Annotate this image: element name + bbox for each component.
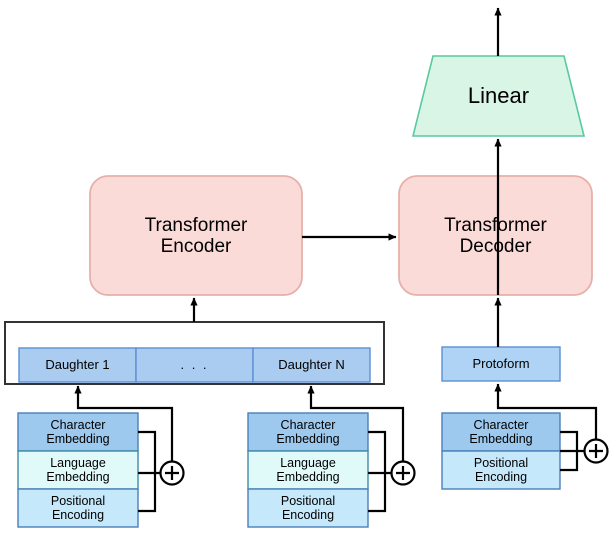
embedding-layer-shape-g1-language[interactable]	[247, 450, 369, 490]
adder-2-plus-glyph	[589, 444, 603, 458]
daughter-token-shape-0[interactable]	[18, 347, 137, 383]
embedding-layer-shape-g1-positional[interactable]	[247, 488, 369, 528]
embedding-layer-shape-g0-character[interactable]	[17, 412, 139, 452]
adder-0-layer-bracket	[138, 430, 161, 513]
linear-shape[interactable]	[411, 55, 586, 137]
adder-0-plus-glyph	[165, 466, 179, 480]
adder-1-to-daughter-n-connector	[307, 385, 405, 462]
transformer-encoder-shape[interactable]	[89, 175, 303, 296]
daughter-token-shape-1[interactable]	[135, 347, 254, 383]
embedding-layer-shape-g1-character[interactable]	[247, 412, 369, 452]
adder-1-plus-glyph	[396, 466, 410, 480]
adder-1-layer-bracket	[368, 430, 392, 513]
transformer-decoder-shape[interactable]	[398, 175, 593, 296]
adder-2-layer-bracket	[560, 430, 584, 472]
daughter-token-shape-2[interactable]	[252, 347, 371, 383]
protoform-shape[interactable]	[441, 346, 561, 382]
adder-2-to-protoform-connector	[494, 383, 598, 442]
adder-0-to-daughter-1-connector	[74, 385, 174, 462]
embedding-layer-shape-g2-character[interactable]	[441, 412, 561, 452]
embedding-layer-shape-g0-language[interactable]	[17, 450, 139, 490]
embedding-layer-shape-g0-positional[interactable]	[17, 488, 139, 528]
embedding-layer-shape-g2-positional[interactable]	[441, 450, 561, 490]
